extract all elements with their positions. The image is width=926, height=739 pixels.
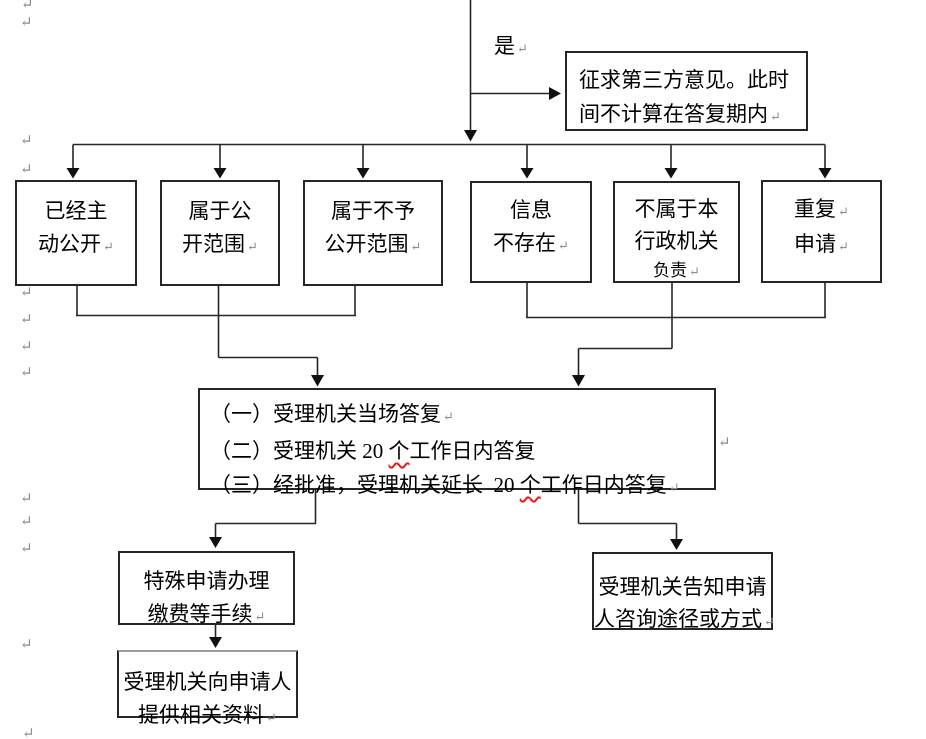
paragraph-mark-icon: ↵ [718, 435, 731, 451]
paragraph-mark-icon: ↵ [20, 491, 33, 507]
box-text-line: 征求第三方意见。此时 [579, 68, 789, 92]
box-already-published: 已经主 动公开↵ [15, 180, 137, 286]
paragraph-mark-icon: ↵ [21, 0, 34, 13]
box-reply-methods: （一）受理机关当场答复↵ （二）受理机关 20 个工作日内答复 （三）经批准，受… [198, 388, 716, 497]
arrow-down-icon [209, 537, 222, 548]
box-public-scope: 属于公 开范围↵ [160, 180, 280, 286]
reply-item-3: （三）经批准，受理机关延长 20 个工作日内答复↵ [210, 473, 680, 497]
arrow-right-icon [549, 87, 561, 100]
paragraph-mark-icon: ↵ [103, 239, 114, 254]
box-non-public-scope: 属于不予 公开范围↵ [303, 180, 443, 286]
paragraph-mark-icon: ↵ [410, 239, 422, 254]
yes-text: 是 [494, 34, 515, 58]
arrow-down-icon [311, 375, 324, 387]
reply-item-2: （二）受理机关 20 个工作日内答复 [210, 439, 536, 463]
paragraph-mark-icon: ↵ [838, 239, 849, 254]
box-provide-materials: 受理机关向申请人 提供相关资料↵ [117, 650, 298, 727]
paragraph-mark-icon: ↵ [517, 41, 528, 56]
paragraph-mark-icon: ↵ [20, 133, 33, 149]
box-info-not-exist: 信息 不存在↵ [470, 181, 592, 283]
paragraph-mark-icon: ↵ [20, 15, 33, 31]
arrow-down-icon [209, 637, 222, 648]
box-text-line: 间不计算在答复期内↵ [579, 102, 781, 126]
yes-branch-label: 是↵ [494, 34, 528, 61]
box-not-responsible: 不属于本 行政机关 负责↵ [613, 181, 740, 283]
arrow-down-icon [572, 375, 585, 387]
arrow-down-icon [664, 168, 678, 179]
paragraph-mark-icon: ↵ [20, 514, 33, 530]
paragraph-mark-icon: ↵ [20, 541, 33, 557]
paragraph-mark-icon: ↵ [668, 480, 680, 495]
paragraph-mark-icon: ↵ [770, 109, 781, 124]
paragraph-mark-icon: ↵ [254, 609, 266, 624]
paragraph-mark-icon: ↵ [20, 162, 33, 178]
paragraph-mark-icon: ↵ [20, 637, 33, 653]
paragraph-mark-icon: ↵ [247, 239, 258, 254]
spellcheck-squiggle: 个 [519, 473, 541, 497]
arrow-down-icon [213, 168, 227, 179]
spellcheck-squiggle: 个 [388, 439, 410, 463]
paragraph-mark-icon: ↵ [558, 238, 569, 253]
arrow-down-icon [464, 130, 477, 142]
paragraph-mark-icon: ↵ [20, 285, 33, 301]
arrow-down-icon [818, 168, 832, 179]
box-inform-channels: 受理机关告知申请 人咨询途径或方式↵ [592, 552, 775, 631]
paragraph-mark-icon: ↵ [689, 264, 700, 279]
box-special-procedures: 特殊申请办理 缴费等手续↵ [118, 551, 295, 626]
paragraph-mark-icon: ↵ [838, 204, 849, 219]
paragraph-mark-icon: ↵ [443, 409, 454, 424]
box-third-party-opinion: 征求第三方意见。此时 间不计算在答复期内↵ [565, 51, 808, 131]
paragraph-mark-icon: ↵ [20, 365, 33, 381]
arrow-down-icon [670, 539, 683, 550]
paragraph-mark-icon: ↵ [764, 614, 775, 629]
paragraph-mark-icon: ↵ [20, 312, 33, 328]
paragraph-mark-icon: ↵ [22, 726, 35, 739]
paragraph-mark-icon: ↵ [20, 339, 33, 355]
box-repeat-application: 重复↵ 申请↵ [761, 180, 882, 283]
paragraph-mark-icon: ↵ [266, 710, 277, 725]
reply-item-1: （一）受理机关当场答复↵ [210, 402, 454, 426]
arrow-down-icon [356, 168, 370, 179]
arrow-down-icon [520, 168, 534, 179]
arrow-down-icon [66, 168, 80, 179]
